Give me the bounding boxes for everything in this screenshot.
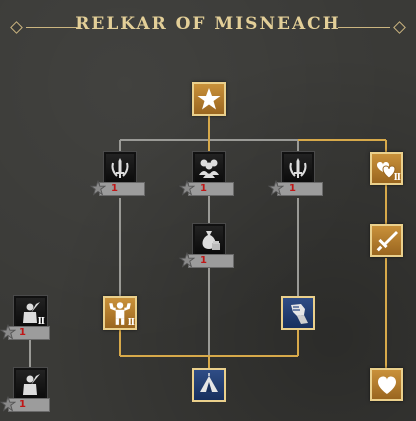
requirement-number: 1 (19, 327, 26, 338)
skill-node-laurel-sword-b[interactable] (282, 152, 314, 184)
requirement-star-icon (179, 252, 195, 268)
skill-node-sword[interactable] (370, 224, 403, 257)
skill-node-armored-fist[interactable] (281, 296, 315, 330)
header-divider-left (26, 27, 78, 28)
armored-fist-icon (291, 304, 308, 324)
people-icon (199, 159, 219, 178)
knight-icon (22, 373, 40, 395)
knight-icon (22, 301, 40, 323)
skill-node-knight-left-a[interactable]: II (14, 296, 47, 329)
requirement-number: 1 (200, 255, 207, 266)
page-title: RELKAR OF MISNEACH (75, 14, 341, 34)
rank-label: II (37, 317, 45, 327)
skill-node-knight-left-b[interactable] (14, 368, 47, 401)
tent-icon (200, 373, 218, 392)
requirement-star-icon (0, 324, 16, 340)
skill-node-people[interactable] (193, 152, 225, 184)
skill-node-heart[interactable] (370, 368, 403, 401)
money-bag-icon (202, 231, 220, 250)
skill-node-laurel-sword-a[interactable] (104, 152, 136, 184)
strongman-icon (109, 302, 131, 325)
skill-node-tent[interactable] (192, 368, 226, 402)
star-icon (197, 88, 221, 110)
requirement-star-icon (90, 180, 106, 196)
skill-node-root-star[interactable] (192, 82, 226, 116)
laurel-sword-icon (289, 158, 307, 178)
heart-icon (377, 375, 396, 394)
header-divider-right (338, 27, 390, 28)
requirement-star-icon (0, 396, 16, 412)
requirement-number: 1 (289, 183, 296, 194)
requirement-number: 1 (19, 399, 26, 410)
sword-icon (376, 230, 398, 251)
requirement-number: 1 (111, 183, 118, 194)
rank-label: II (127, 318, 135, 328)
skill-node-hearts[interactable]: II (370, 152, 403, 185)
skill-node-money-bag[interactable] (193, 224, 225, 256)
skill-node-strongman[interactable]: II (103, 296, 137, 330)
requirement-star-icon (179, 180, 195, 196)
requirement-star-icon (268, 180, 284, 196)
requirement-number: 1 (200, 183, 207, 194)
laurel-sword-icon (111, 158, 129, 178)
hearts-icon (376, 161, 396, 179)
rank-label: II (393, 173, 401, 183)
